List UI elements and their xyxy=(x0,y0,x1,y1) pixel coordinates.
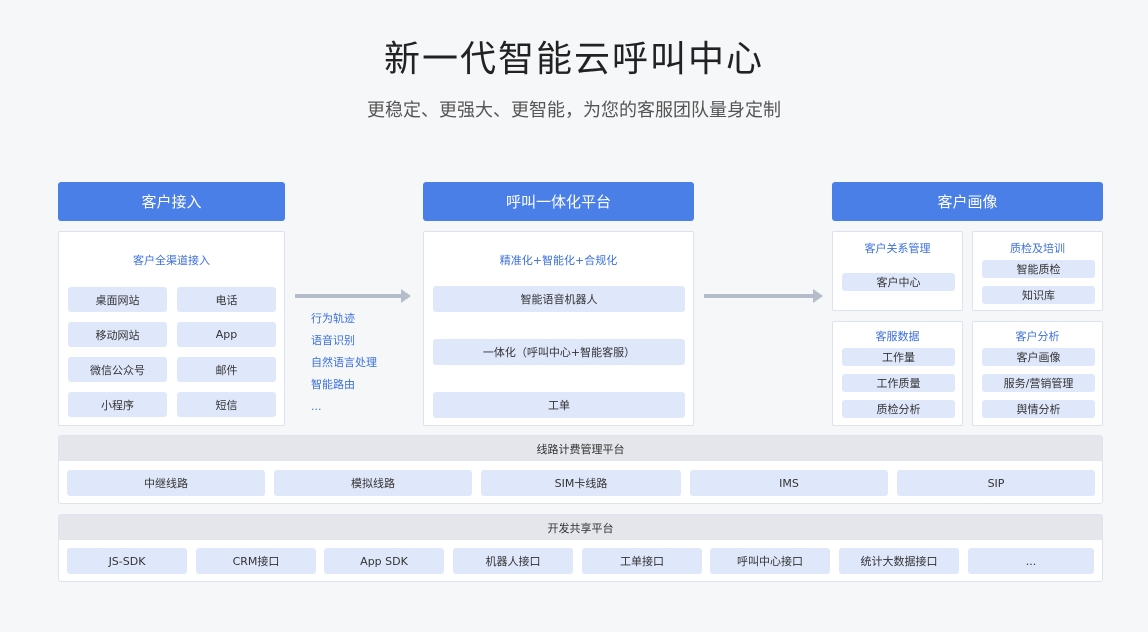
dev-chip: App SDK xyxy=(324,548,444,574)
dev-chip: ... xyxy=(968,548,1094,574)
platform-panel: 精准化+智能化+合规化 智能语音机器人 一体化（呼叫中心+智能客服） 工单 xyxy=(423,231,694,426)
channel-chip: 微信公众号 xyxy=(68,357,167,382)
channel-chip: 桌面网站 xyxy=(68,287,167,312)
dev-chip: 统计大数据接口 xyxy=(839,548,959,574)
channel-chip: 小程序 xyxy=(68,392,167,417)
group-chip: 质检分析 xyxy=(842,400,955,418)
group-chip: 工作量 xyxy=(842,348,955,366)
platform-chip: 工单 xyxy=(433,392,685,418)
channel-chip: 邮件 xyxy=(177,357,276,382)
dev-chip: JS-SDK xyxy=(67,548,187,574)
dev-platform-title: 开发共享平台 xyxy=(59,515,1102,540)
channel-chip: 短信 xyxy=(177,392,276,417)
platform-chip: 智能语音机器人 xyxy=(433,286,685,312)
line-chip: 中继线路 xyxy=(67,470,265,496)
customer-access-panel-title: 客户全渠道接入 xyxy=(133,254,210,267)
capability-item: 自然语言处理 xyxy=(311,356,377,369)
capability-item: 行为轨迹 xyxy=(311,312,355,325)
dev-platform-bar: 开发共享平台 JS-SDK CRM接口 App SDK 机器人接口 工单接口 呼… xyxy=(58,514,1103,582)
group-title: 客户分析 xyxy=(1015,330,1060,343)
flow-arrow xyxy=(295,289,411,303)
customer-access-panel: 客户全渠道接入 桌面网站 电话 移动网站 App 微信公众号 邮件 小程序 短信 xyxy=(58,231,285,426)
line-chip: 模拟线路 xyxy=(274,470,472,496)
line-platform-title: 线路计费管理平台 xyxy=(59,436,1102,461)
group-chip: 服务/营销管理 xyxy=(982,374,1095,392)
dev-chip: CRM接口 xyxy=(196,548,316,574)
group-chip: 舆情分析 xyxy=(982,400,1095,418)
page-subtitle: 更稳定、更强大、更智能，为您的客服团队量身定制 xyxy=(367,100,781,121)
customer-access-header: 客户接入 xyxy=(58,182,285,221)
page-title: 新一代智能云呼叫中心 xyxy=(383,39,764,80)
capability-list: 行为轨迹 语音识别 自然语言处理 智能路由 ... xyxy=(311,312,377,422)
qa-training-group: 质检及培训 智能质检 知识库 xyxy=(972,231,1103,311)
dev-chip: 机器人接口 xyxy=(453,548,573,574)
line-platform-bar: 线路计费管理平台 中继线路 模拟线路 SIM卡线路 IMS SIP xyxy=(58,435,1103,504)
group-title: 客服数据 xyxy=(875,330,920,343)
group-chip: 智能质检 xyxy=(982,260,1095,278)
group-chip: 客户画像 xyxy=(982,348,1095,366)
crm-group: 客户关系管理 客户中心 xyxy=(832,231,963,311)
service-data-group: 客服数据 工作量 工作质量 质检分析 xyxy=(832,321,963,426)
group-title: 客户关系管理 xyxy=(864,242,931,255)
flow-arrow xyxy=(704,289,823,303)
platform-chip: 一体化（呼叫中心+智能客服） xyxy=(433,339,685,365)
line-chip: SIM卡线路 xyxy=(481,470,681,496)
customer-analysis-group: 客户分析 客户画像 服务/营销管理 舆情分析 xyxy=(972,321,1103,426)
capability-item: 智能路由 xyxy=(311,378,355,391)
group-chip: 工作质量 xyxy=(842,374,955,392)
line-chip: SIP xyxy=(897,470,1095,496)
dev-chip: 呼叫中心接口 xyxy=(710,548,830,574)
dev-chip: 工单接口 xyxy=(582,548,702,574)
channel-chip: 移动网站 xyxy=(68,322,167,347)
group-chip: 知识库 xyxy=(982,286,1095,304)
capability-item: ... xyxy=(311,400,322,413)
group-chip: 客户中心 xyxy=(842,273,955,291)
capability-item: 语音识别 xyxy=(311,334,355,347)
channel-chip: 电话 xyxy=(177,287,276,312)
channel-chip: App xyxy=(177,322,276,347)
platform-header: 呼叫一体化平台 xyxy=(423,182,694,221)
portrait-header: 客户画像 xyxy=(832,182,1103,221)
group-title: 质检及培训 xyxy=(1010,242,1065,255)
platform-panel-title: 精准化+智能化+合规化 xyxy=(499,254,618,267)
line-chip: IMS xyxy=(690,470,888,496)
